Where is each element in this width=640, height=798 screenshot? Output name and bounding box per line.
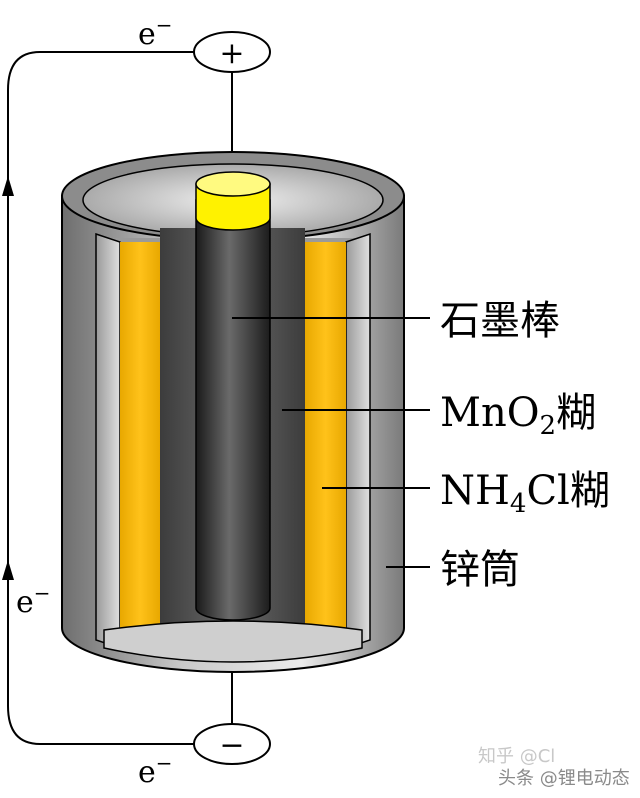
label-nh4cl-paste: NH4Cl糊 [440,468,610,519]
electron-label-bottom: e− [138,751,173,790]
arrow-up-upper [2,176,14,196]
label-graphite-rod: 石墨棒 [440,298,560,344]
negative-terminal: − [193,723,271,765]
leader-lines [232,317,430,568]
rod-cap-top [195,171,271,197]
graphite-rod [195,199,271,621]
zinc-wall-right [345,232,371,650]
watermark-line2: 头条 @锂电动态 [498,768,630,789]
nh4cl-paste-right [305,242,346,630]
electron-label-left: e− [16,581,51,620]
positive-symbol: + [219,36,244,71]
rod-cap [195,183,271,231]
watermark-line1: 知乎 @Cl [478,746,555,767]
electron-label-top: e− [138,13,173,52]
arrow-up-lower [2,560,14,580]
label-mno2-paste: MnO2糊 [440,390,596,441]
inner-bottom-surface [103,620,363,663]
nh4cl-paste-left [120,242,160,630]
battery-cell [61,151,405,673]
label-zinc-can: 锌筒 [440,547,520,593]
zinc-wall-left [95,232,121,650]
positive-terminal: + [193,31,271,73]
watermark: 知乎 @Cl 头条 @锂电动态 [478,746,630,789]
negative-symbol: − [219,728,244,763]
wire-left [7,51,195,745]
